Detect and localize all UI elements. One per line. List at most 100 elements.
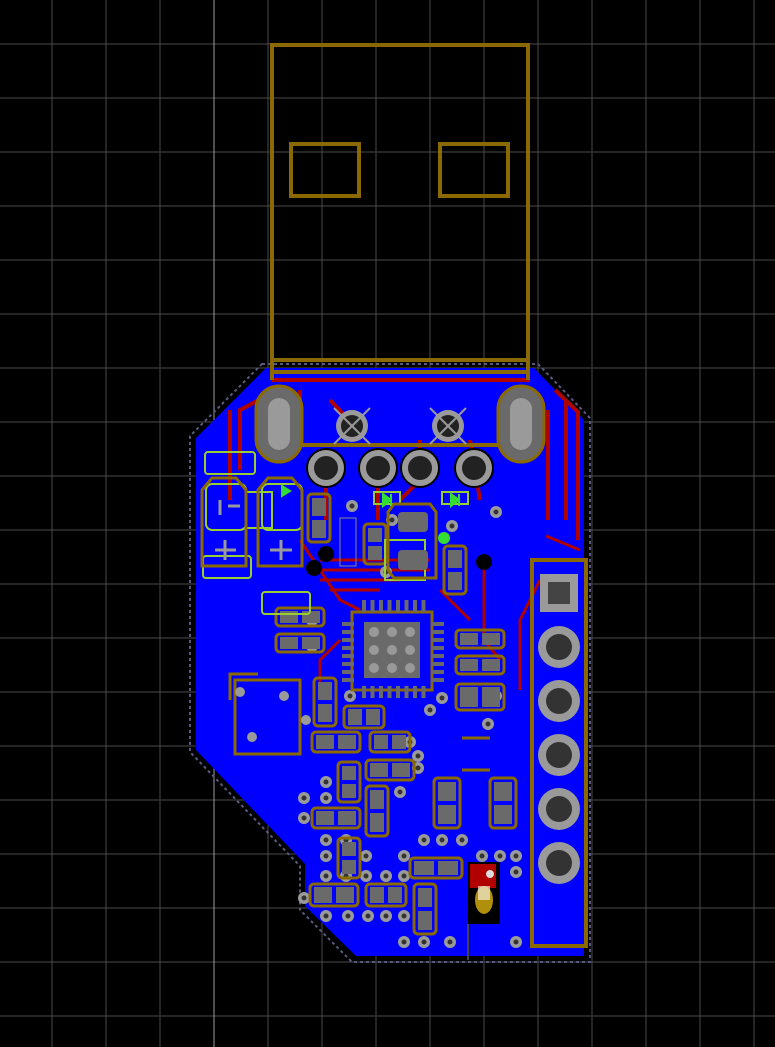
thermal-via (369, 627, 379, 637)
via-hole (383, 913, 389, 919)
smd-pad (342, 842, 356, 856)
usb-shield-pads[interactable] (254, 384, 546, 464)
microcontroller-qfn[interactable] (342, 600, 444, 698)
smd-pad (336, 887, 354, 903)
smd-outline (274, 606, 326, 628)
header-pin-hole (546, 688, 572, 714)
smd-pad (438, 782, 456, 801)
smd-outline (312, 676, 338, 728)
smd-pad (302, 611, 320, 623)
smd-outline (364, 784, 390, 838)
via-hole (479, 853, 485, 859)
smd-pad (414, 861, 434, 875)
smd-outline (306, 492, 332, 544)
qfn-pin (342, 654, 354, 658)
via-hole (421, 837, 427, 843)
smd-pad (370, 813, 384, 832)
smd-pad (314, 887, 332, 903)
smd-pad (388, 887, 402, 903)
qfn-pin (432, 670, 444, 674)
smd-pad (316, 811, 334, 825)
smd-pad (370, 887, 384, 903)
via-hole (427, 707, 433, 713)
smd-pad (342, 766, 356, 780)
qfn-pin (413, 600, 417, 612)
smd-outline (432, 776, 462, 830)
usb-mounting-holes (333, 407, 467, 445)
qfn-pin (342, 646, 354, 650)
smd-pad (482, 687, 500, 707)
qfn-pin (342, 678, 354, 682)
smd-outline (408, 856, 464, 880)
thermal-via (405, 645, 415, 655)
via-hole (301, 815, 307, 821)
via-hole (301, 795, 307, 801)
thermal-via (405, 663, 415, 673)
qfn-pin (342, 638, 354, 642)
usb-pins[interactable] (306, 448, 494, 488)
smd-pad (302, 637, 320, 649)
via-hole (323, 795, 329, 801)
header-pin-hole (546, 634, 572, 660)
qfn-pin (387, 686, 392, 698)
smd-pad (368, 546, 382, 560)
via-hole (439, 837, 445, 843)
smd-outline (488, 776, 518, 830)
led[interactable] (467, 862, 500, 960)
pin-header[interactable] (530, 558, 588, 948)
silk-marks (462, 736, 490, 772)
thermal-via (387, 663, 397, 673)
via-hole (323, 873, 329, 879)
smd-pad (280, 637, 298, 649)
thermal-via (387, 627, 397, 637)
smd-pad (418, 888, 432, 907)
via-ring (476, 554, 492, 570)
smd-outline (368, 730, 412, 754)
smd-pad (338, 811, 356, 825)
smd-outline (310, 806, 362, 830)
smd-outline (454, 654, 506, 676)
board-outline (189, 363, 591, 963)
smd-outline (412, 882, 438, 936)
via-hole (497, 853, 503, 859)
qfn-pin (342, 622, 354, 626)
via-hole (301, 895, 307, 901)
via-hole (449, 523, 455, 529)
via-hole (415, 753, 421, 759)
qfn-pin (342, 670, 354, 674)
thermal-via (369, 663, 379, 673)
smd-pad (460, 633, 478, 645)
smd-outline (308, 882, 360, 908)
qfn-pin (421, 686, 426, 698)
smd-pad (438, 861, 458, 875)
via-hole (513, 853, 519, 859)
usb-pin-hole (314, 456, 338, 480)
usb-connector-outline (270, 43, 530, 447)
smd-pad (318, 682, 332, 700)
qfn-pin (342, 662, 354, 666)
smd-pad (348, 709, 362, 725)
via-hole (323, 853, 329, 859)
via-hole (459, 837, 465, 843)
usb-pin-hole (462, 456, 486, 480)
via-hole (401, 939, 407, 945)
smd-pad (460, 687, 478, 707)
via-hole (401, 853, 407, 859)
smd-pad (374, 735, 388, 749)
qfn-pin (387, 600, 392, 612)
via-hole (493, 509, 499, 515)
regulator-package[interactable] (386, 502, 450, 580)
qfn-pin (362, 686, 366, 698)
smd-pad (438, 805, 456, 824)
crystal-outline[interactable] (228, 672, 311, 756)
qfn-pin (432, 662, 444, 666)
via-hole (401, 873, 407, 879)
qfn-pin (432, 646, 444, 650)
smd-pad (448, 550, 462, 568)
header-pin-hole (546, 742, 572, 768)
smd-outline (310, 730, 362, 754)
smd-pad (494, 782, 512, 801)
via-hole (513, 869, 519, 875)
smd-pad (280, 611, 298, 623)
